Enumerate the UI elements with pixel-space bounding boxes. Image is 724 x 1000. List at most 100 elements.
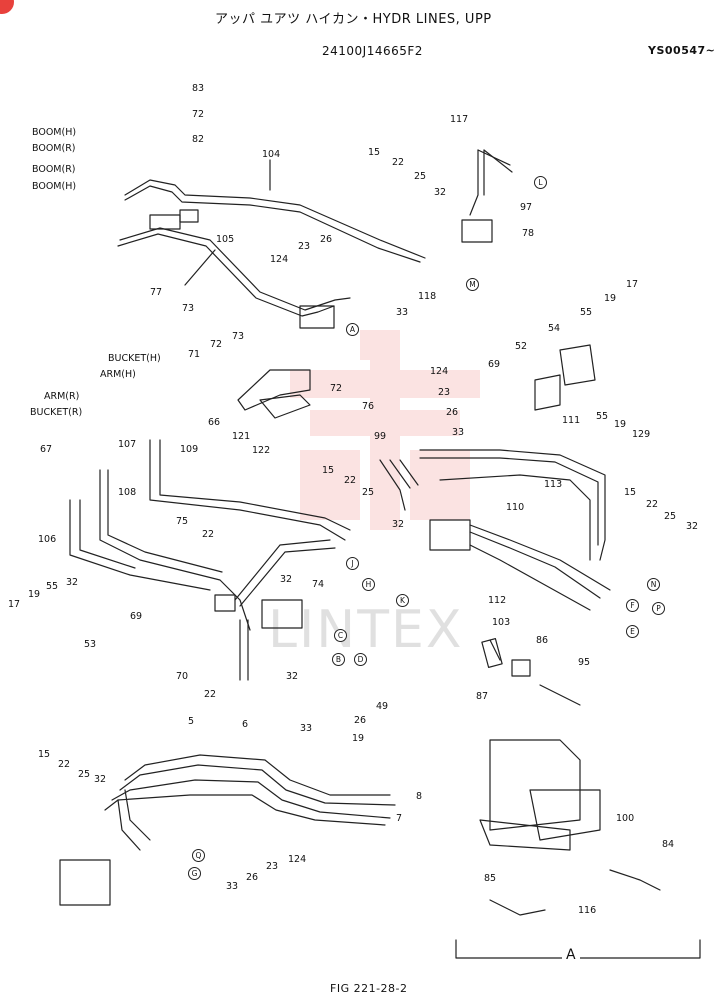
ref-q-marker: Q bbox=[192, 849, 205, 862]
part-num-83: 83 bbox=[192, 83, 205, 94]
part-num-23c: 23 bbox=[266, 861, 279, 872]
part-number: 24100J14665F2 bbox=[322, 44, 423, 58]
part-num-116: 116 bbox=[578, 905, 597, 916]
part-num-8: 8 bbox=[416, 791, 423, 802]
part-num-49: 49 bbox=[376, 701, 389, 712]
part-num-124b: 124 bbox=[430, 366, 449, 377]
part-num-122: 122 bbox=[252, 445, 271, 456]
part-num-55: 55 bbox=[580, 307, 593, 318]
section-a-label: A bbox=[562, 948, 580, 962]
part-num-26b: 26 bbox=[446, 407, 459, 418]
part-num-71: 71 bbox=[188, 349, 201, 360]
part-num-22f: 22 bbox=[58, 759, 71, 770]
part-num-124c: 124 bbox=[288, 854, 307, 865]
part-num-110: 110 bbox=[506, 502, 525, 513]
part-num-121: 121 bbox=[232, 431, 251, 442]
part-num-32c: 32 bbox=[686, 521, 699, 532]
part-num-111: 111 bbox=[562, 415, 581, 426]
ref-m-marker: M bbox=[466, 278, 479, 291]
part-num-75: 75 bbox=[176, 516, 189, 527]
part-num-17b: 17 bbox=[8, 599, 21, 610]
part-num-54: 54 bbox=[548, 323, 561, 334]
part-num-100: 100 bbox=[616, 813, 635, 824]
part-num-73b: 73 bbox=[232, 331, 245, 342]
label-boom-h-upper: BOOM(H) bbox=[32, 127, 77, 138]
ref-l-marker: L bbox=[534, 176, 547, 189]
ref-a-marker: A bbox=[346, 323, 359, 336]
part-num-72b: 72 bbox=[210, 339, 223, 350]
part-num-19: 19 bbox=[604, 293, 617, 304]
part-num-55c: 55 bbox=[46, 581, 59, 592]
page-title: アッパ ユアツ ハイカン・HYDR LINES, UPP bbox=[215, 12, 492, 27]
part-num-25: 25 bbox=[414, 171, 427, 182]
ref-d-marker: D bbox=[354, 653, 367, 666]
part-num-33: 33 bbox=[396, 307, 409, 318]
label-boom-h-lower: BOOM(H) bbox=[32, 181, 77, 192]
part-num-26d: 26 bbox=[246, 872, 259, 883]
part-num-22c: 22 bbox=[646, 499, 659, 510]
part-num-97: 97 bbox=[520, 202, 533, 213]
ref-n-marker: N bbox=[647, 578, 660, 591]
part-num-73: 73 bbox=[182, 303, 195, 314]
part-num-53: 53 bbox=[84, 639, 97, 650]
ref-b-marker: B bbox=[332, 653, 345, 666]
part-num-69: 69 bbox=[488, 359, 501, 370]
part-num-129: 129 bbox=[632, 429, 651, 440]
part-num-108: 108 bbox=[118, 487, 137, 498]
part-num-124: 124 bbox=[270, 254, 289, 265]
part-num-7: 7 bbox=[396, 813, 403, 824]
part-num-22: 22 bbox=[392, 157, 405, 168]
part-num-5: 5 bbox=[188, 716, 195, 727]
part-num-15d: 15 bbox=[38, 749, 51, 760]
part-num-76: 76 bbox=[362, 401, 375, 412]
serial-range: YS00547~ bbox=[648, 44, 716, 57]
ref-k-marker: K bbox=[396, 594, 409, 607]
part-num-72c: 72 bbox=[330, 383, 343, 394]
part-num-52: 52 bbox=[515, 341, 528, 352]
part-num-23: 23 bbox=[298, 241, 311, 252]
part-num-25c: 25 bbox=[664, 511, 677, 522]
part-num-26: 26 bbox=[320, 234, 333, 245]
part-num-32b: 32 bbox=[392, 519, 405, 530]
label-boom-r-lower: BOOM(R) bbox=[32, 164, 76, 175]
part-num-78: 78 bbox=[522, 228, 535, 239]
part-num-22b: 22 bbox=[344, 475, 357, 486]
label-bucket-r: BUCKET(R) bbox=[30, 407, 83, 418]
part-num-82: 82 bbox=[192, 134, 205, 145]
part-num-103: 103 bbox=[492, 617, 511, 628]
part-num-25d: 25 bbox=[78, 769, 91, 780]
part-num-15: 15 bbox=[368, 147, 381, 158]
part-num-33c: 33 bbox=[300, 723, 313, 734]
part-num-19d: 19 bbox=[352, 733, 365, 744]
ref-g-marker: G bbox=[188, 867, 201, 880]
part-num-105: 105 bbox=[216, 234, 235, 245]
part-num-118: 118 bbox=[418, 291, 437, 302]
part-num-95: 95 bbox=[578, 657, 591, 668]
part-num-32g: 32 bbox=[94, 774, 107, 785]
part-num-32f: 32 bbox=[286, 671, 299, 682]
label-arm-h: ARM(H) bbox=[100, 369, 136, 380]
part-num-32e: 32 bbox=[66, 577, 79, 588]
watermark-logo-icon bbox=[290, 330, 480, 530]
part-num-117: 117 bbox=[450, 114, 469, 125]
ref-j-marker: J bbox=[346, 557, 359, 570]
part-num-66: 66 bbox=[208, 417, 221, 428]
ref-h-marker: H bbox=[362, 578, 375, 591]
part-num-26c: 26 bbox=[354, 715, 367, 726]
part-num-67: 67 bbox=[40, 444, 53, 455]
part-num-32d: 32 bbox=[280, 574, 293, 585]
ref-p-marker: P bbox=[652, 602, 665, 615]
ref-f-marker: F bbox=[626, 599, 639, 612]
part-num-99: 99 bbox=[374, 431, 387, 442]
ref-e-marker: E bbox=[626, 625, 639, 638]
part-num-107: 107 bbox=[118, 439, 137, 450]
part-num-33b: 33 bbox=[452, 427, 465, 438]
ref-c-marker: C bbox=[334, 629, 347, 642]
part-num-74: 74 bbox=[312, 579, 325, 590]
part-num-17: 17 bbox=[626, 279, 639, 290]
part-num-15c: 15 bbox=[624, 487, 637, 498]
part-num-113: 113 bbox=[544, 479, 563, 490]
label-arm-r: ARM(R) bbox=[44, 391, 80, 402]
